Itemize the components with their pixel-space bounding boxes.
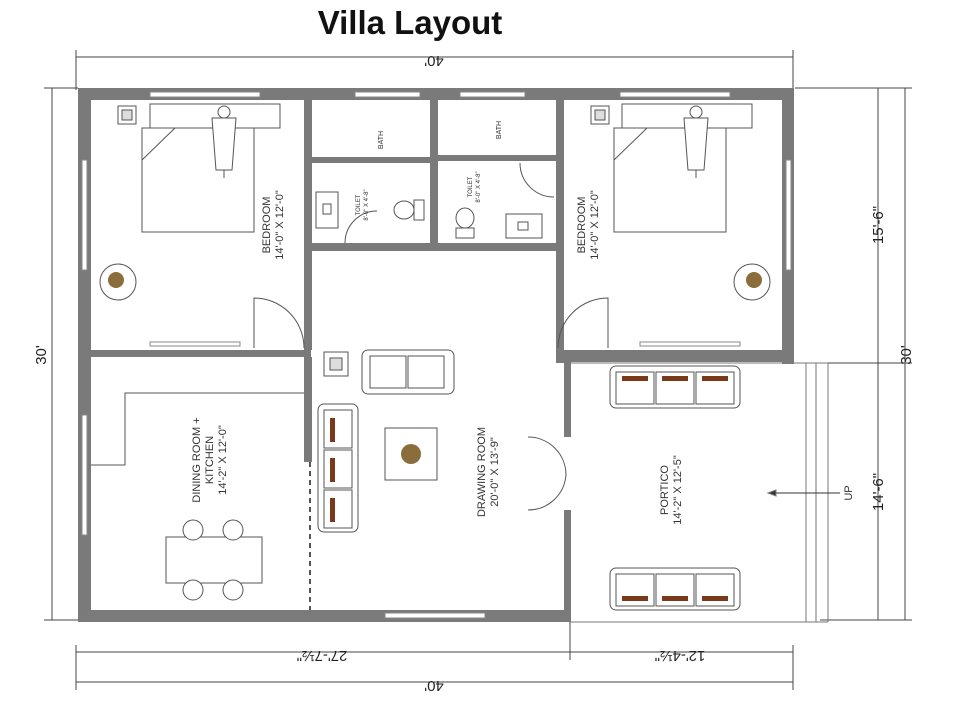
dim-left-height: 30'	[33, 345, 50, 365]
room-size-bedroom-right: 14'-0" X 12'-0"	[589, 190, 601, 260]
room-name-portico: PORTICO	[659, 465, 671, 515]
dim-right-upper: 15'-6"	[870, 206, 887, 244]
dimension-lines	[44, 50, 912, 690]
room-name-bath-right: BATH	[496, 121, 503, 139]
toilet-icon	[315, 191, 425, 229]
page-title: Villa Layout	[317, 4, 503, 41]
sofa-icon	[609, 365, 741, 409]
room-name-toilet-left: TOILET	[356, 194, 362, 215]
kitchen-counter	[91, 392, 304, 466]
dim-bottom-left: 27'-7½"	[297, 647, 348, 664]
room-name-bedroom-right: BEDROOM	[576, 197, 588, 254]
dim-right-height: 30'	[898, 345, 915, 365]
room-size-toilet-left: 8'-0" X 4'-8"	[364, 189, 370, 220]
doors	[253, 162, 609, 610]
dining-table-icon	[165, 519, 263, 601]
stairs-up-label: UP	[843, 485, 855, 500]
dim-right-lower: 14'-6"	[870, 473, 887, 511]
sofa-icon	[323, 349, 455, 395]
windows	[81, 91, 792, 619]
room-size-drawing: 20'-0" X 13'-9"	[489, 437, 501, 507]
sofa-icon	[317, 403, 359, 533]
room-size-bedroom-left: 14'-0" X 12'-0"	[274, 190, 286, 260]
bed-icon	[590, 103, 753, 233]
dim-bottom-width: 40'	[424, 677, 444, 694]
coffee-table-icon	[384, 427, 438, 481]
room-size-toilet-right: 8'-0" X 4'-8"	[476, 171, 482, 202]
steps	[570, 362, 840, 623]
bed-icon	[117, 103, 281, 233]
room-name-toilet-right: TOILET	[468, 176, 474, 197]
room-name-bath-left: BATH	[378, 131, 385, 149]
room-name-bedroom-left: BEDROOM	[261, 197, 273, 254]
room-size-portico: 14'-2" X 12'-5"	[672, 455, 684, 525]
sofa-icon	[609, 567, 741, 611]
dim-bottom-right: 12'-4½"	[655, 647, 706, 664]
dim-top-width: 40'	[424, 52, 444, 69]
room-size-dining: 14'-2" X 12'-0"	[217, 425, 229, 495]
room-name-drawing: DRAWING ROOM	[476, 427, 488, 517]
walls	[78, 88, 794, 622]
armchair-icon	[99, 263, 137, 301]
armchair-icon	[733, 263, 771, 301]
toilet-icon	[455, 207, 543, 239]
room-name-kitchen: KITCHEN	[204, 436, 216, 484]
room-name-dining: DINING ROOM +	[191, 417, 203, 502]
